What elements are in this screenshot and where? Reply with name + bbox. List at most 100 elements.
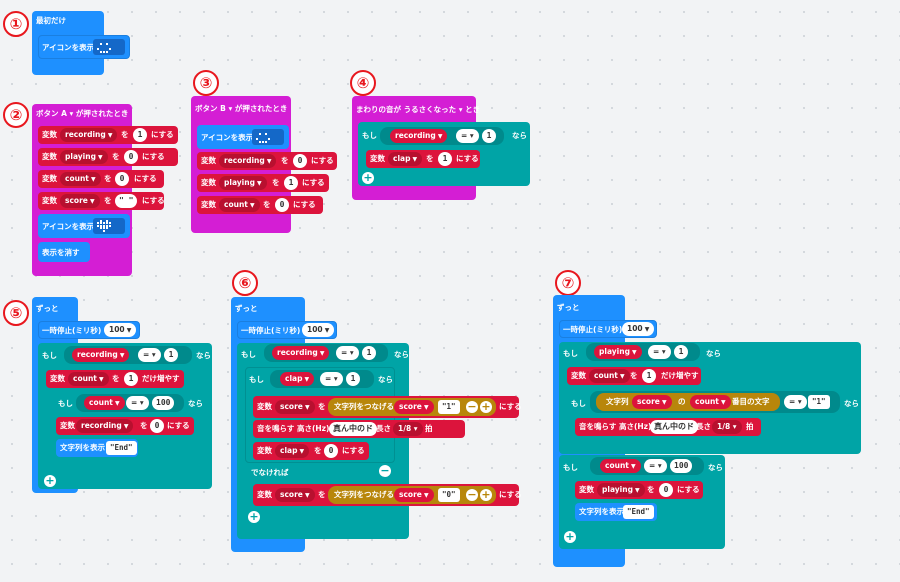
var-recording-dropdown[interactable]: recording ▼ [60,128,118,142]
var-recording-dropdown[interactable]: recording ▼ [219,154,277,168]
pause-dropdown[interactable]: 100 ▼ [104,323,137,337]
show-icon-label: アイコンを表示 [42,43,95,52]
var-clap-dropdown[interactable]: clap ▼ [275,444,310,458]
var-count-dropdown[interactable]: count ▼ [60,172,101,186]
led-pixel [259,140,261,143]
led-pixel [100,43,102,46]
value-input[interactable]: 1 [438,152,452,166]
var-label: 変数 [42,130,57,139]
value-input[interactable]: 1 [482,129,496,143]
var-recording-dropdown[interactable]: recording ▼ [72,348,130,362]
pause-dropdown[interactable]: 100 ▼ [302,323,335,337]
var-count-dropdown[interactable]: count ▼ [589,369,630,383]
note-input[interactable]: 真ん中のド [650,420,698,434]
var-score-dropdown[interactable]: score ▼ [394,400,434,414]
length-label: 長さ [376,424,391,433]
var-count-dropdown[interactable]: count ▼ [219,198,260,212]
var-recording-dropdown[interactable]: recording ▼ [390,129,448,143]
string-input[interactable]: "End" [106,441,137,455]
value-input[interactable]: 0 [150,419,164,433]
add-branch-icon[interactable]: + [362,171,374,184]
add-branch-icon[interactable]: + [248,510,260,523]
var-playing-dropdown[interactable]: playing ▼ [60,150,108,164]
var-name: playing [599,347,630,356]
led-pixel [109,48,111,51]
var-score-dropdown[interactable]: score ▼ [60,194,100,208]
do-set-label: にする [142,196,165,205]
string-input[interactable]: " " [115,194,137,208]
led-pixel [100,224,102,227]
value-input[interactable]: 0 [124,150,138,164]
var-playing-dropdown[interactable]: playing ▼ [219,176,267,190]
var-score-dropdown[interactable]: score ▼ [275,488,315,502]
led-pixel [100,50,102,53]
value-input[interactable]: 1 [642,369,656,383]
remove-icon[interactable]: − [466,400,478,413]
compare-operator[interactable]: = ▾ [456,129,479,143]
value-input[interactable]: 1 [284,176,298,190]
value-input[interactable]: 1 [124,372,138,386]
value-input[interactable]: 0 [659,483,673,497]
remove-else-icon[interactable]: − [379,464,391,477]
compare-operator[interactable]: = ▾ [784,395,807,409]
var-label: 変数 [201,178,216,187]
compare-operator[interactable]: = ▾ [126,396,149,410]
var-recording-dropdown[interactable]: recording ▼ [272,346,330,360]
add-icon[interactable]: + [480,488,492,501]
value-input[interactable]: 100 [670,459,693,473]
beat-dropdown[interactable]: 1/8 ▾ [393,422,423,436]
var-label: 変数 [257,446,272,455]
value-input[interactable]: 0 [275,198,289,212]
value-input[interactable]: 100 [152,396,175,410]
value-input[interactable]: 0 [115,172,129,186]
note-input[interactable]: 真ん中のド [329,422,377,436]
remove-icon[interactable]: − [466,488,478,501]
value-input[interactable]: 0 [293,154,307,168]
var-score-dropdown[interactable]: score ▼ [394,488,434,502]
compare-operator[interactable]: = ▾ [648,345,671,359]
var-playing-dropdown[interactable]: playing ▼ [594,345,642,359]
add-branch-icon[interactable]: + [44,474,56,487]
var-clap-dropdown[interactable]: clap ▼ [280,372,315,386]
var-name: count [65,174,89,183]
var-name: clap [393,154,411,163]
compare-operator[interactable]: = ▾ [320,372,343,386]
value-input[interactable]: 1 [362,346,376,360]
var-count-dropdown[interactable]: count ▼ [600,459,641,473]
var-name: count [695,397,719,406]
do-set-label: にする [134,174,157,183]
var-label: 変数 [42,174,57,183]
value-input[interactable]: 0 [324,444,338,458]
step-number-3: ③ [193,70,219,96]
beat-dropdown[interactable]: 1/8 ▾ [712,420,742,434]
add-branch-icon[interactable]: + [564,530,576,543]
var-count-dropdown[interactable]: count ▼ [690,395,731,409]
compare-operator[interactable]: = ▾ [138,348,161,362]
var-clap-dropdown[interactable]: clap ▼ [388,152,423,166]
clear-screen-block[interactable] [38,242,90,262]
add-icon[interactable]: + [480,400,492,413]
compare-operator[interactable]: = ▾ [644,459,667,473]
string-input[interactable]: "1" [438,400,460,414]
var-name: score [280,490,303,499]
var-name: clap [280,446,298,455]
led-icon-smile [256,131,270,143]
var-count-dropdown[interactable]: count ▼ [68,372,109,386]
value-input[interactable]: 1 [346,372,360,386]
then-label: なら [844,399,859,408]
compare-operator[interactable]: = ▾ [336,346,359,360]
value-input[interactable]: 1 [164,348,178,362]
string-input[interactable]: "End" [623,505,654,519]
string-input[interactable]: "0" [438,488,460,502]
value-input[interactable]: 1 [133,128,147,142]
pause-dropdown[interactable]: 100 ▼ [622,322,655,336]
string-input[interactable]: "1" [808,395,830,409]
var-count-dropdown[interactable]: count ▼ [84,396,125,410]
var-label: 変数 [42,152,57,161]
var-playing-dropdown[interactable]: playing ▼ [597,483,645,497]
var-score-dropdown[interactable]: score ▼ [275,400,315,414]
var-recording-dropdown[interactable]: recording ▼ [76,419,134,433]
value-input[interactable]: 1 [674,345,688,359]
led-pixel [106,224,108,227]
var-score-dropdown[interactable]: score ▼ [632,395,672,409]
